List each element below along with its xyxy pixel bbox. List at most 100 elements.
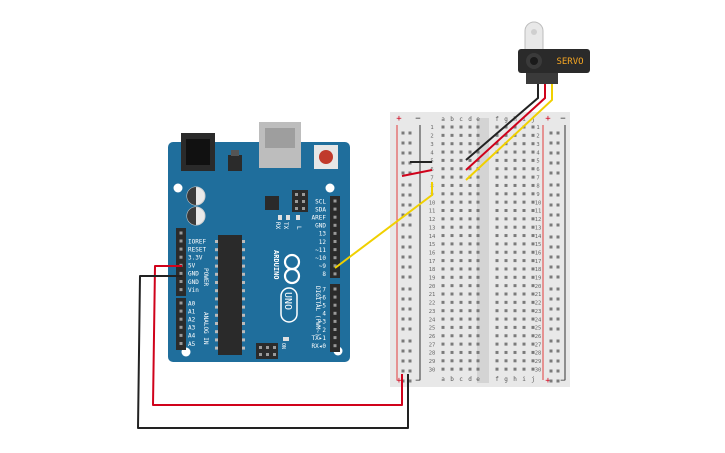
rail-hole[interactable]: [556, 307, 560, 311]
breadboard-hole[interactable]: [468, 309, 472, 313]
breadboard-hole[interactable]: [495, 325, 499, 329]
header-pin[interactable]: [333, 207, 337, 211]
rail-hole[interactable]: [408, 317, 412, 321]
breadboard-hole[interactable]: [441, 300, 445, 304]
breadboard-hole[interactable]: [441, 125, 445, 129]
breadboard-hole[interactable]: [495, 309, 499, 313]
breadboard-hole[interactable]: [531, 150, 535, 154]
breadboard-hole[interactable]: [513, 175, 517, 179]
breadboard-hole[interactable]: [504, 209, 508, 212]
rail-hole[interactable]: [549, 349, 553, 353]
breadboard-hole[interactable]: [459, 150, 463, 154]
breadboard-hole[interactable]: [450, 284, 454, 288]
breadboard-hole[interactable]: [531, 133, 535, 137]
breadboard-hole[interactable]: [504, 183, 508, 187]
breadboard-hole[interactable]: [450, 192, 454, 196]
breadboard-hole[interactable]: [450, 359, 454, 363]
header-pin[interactable]: [333, 240, 337, 243]
breadboard-hole[interactable]: [513, 284, 517, 288]
rail-hole[interactable]: [401, 307, 405, 311]
breadboard-hole[interactable]: [513, 234, 517, 238]
breadboard-hole[interactable]: [441, 217, 445, 221]
rail-hole[interactable]: [549, 255, 553, 259]
breadboard-hole[interactable]: [504, 367, 508, 371]
breadboard-hole[interactable]: [450, 133, 454, 137]
rail-hole[interactable]: [401, 193, 405, 197]
breadboard-hole[interactable]: [531, 300, 535, 304]
rail-hole[interactable]: [549, 369, 553, 373]
breadboard-hole[interactable]: [476, 300, 480, 304]
breadboard-hole[interactable]: [468, 275, 472, 279]
breadboard-hole[interactable]: [450, 167, 454, 171]
breadboard-hole[interactable]: [531, 284, 535, 288]
breadboard-hole[interactable]: [468, 284, 472, 288]
header-pin[interactable]: [179, 317, 183, 321]
breadboard-hole[interactable]: [522, 250, 526, 254]
header-pin[interactable]: [179, 333, 183, 337]
breadboard-hole[interactable]: [450, 158, 454, 162]
breadboard-hole[interactable]: [513, 183, 517, 187]
header-pin[interactable]: [333, 295, 337, 299]
breadboard-hole[interactable]: [513, 209, 517, 212]
rail-hole[interactable]: [556, 203, 560, 207]
rail-hole[interactable]: [549, 151, 553, 155]
breadboard-hole[interactable]: [522, 334, 526, 338]
breadboard-hole[interactable]: [459, 342, 463, 346]
breadboard-hole[interactable]: [441, 192, 445, 196]
breadboard-hole[interactable]: [522, 284, 526, 288]
rail-hole[interactable]: [408, 193, 412, 197]
breadboard-hole[interactable]: [504, 234, 508, 238]
breadboard-hole[interactable]: [513, 217, 517, 221]
rail-hole[interactable]: [549, 193, 553, 197]
breadboard-hole[interactable]: [450, 209, 454, 212]
breadboard-hole[interactable]: [441, 242, 445, 246]
breadboard-hole[interactable]: [468, 192, 472, 196]
breadboard-hole[interactable]: [522, 242, 526, 246]
rail-hole[interactable]: [556, 183, 560, 187]
breadboard-hole[interactable]: [450, 183, 454, 187]
breadboard-hole[interactable]: [459, 167, 463, 171]
header-pin[interactable]: [179, 325, 183, 329]
breadboard-hole[interactable]: [476, 325, 480, 329]
rail-hole[interactable]: [549, 223, 553, 227]
breadboard-hole[interactable]: [441, 325, 445, 329]
breadboard-hole[interactable]: [476, 267, 480, 271]
breadboard-hole[interactable]: [468, 317, 472, 321]
rail-hole[interactable]: [556, 369, 560, 373]
rail-hole[interactable]: [408, 379, 412, 383]
rail-hole[interactable]: [408, 327, 412, 331]
rail-hole[interactable]: [408, 245, 412, 249]
breadboard-hole[interactable]: [476, 250, 480, 254]
breadboard-hole[interactable]: [522, 259, 526, 263]
breadboard-hole[interactable]: [522, 142, 526, 146]
breadboard-hole[interactable]: [441, 334, 445, 338]
rail-hole[interactable]: [556, 235, 560, 239]
rail-hole[interactable]: [556, 151, 560, 155]
breadboard-hole[interactable]: [450, 217, 454, 221]
breadboard-hole[interactable]: [441, 150, 445, 154]
breadboard-hole[interactable]: [450, 267, 454, 271]
breadboard-hole[interactable]: [476, 142, 480, 146]
breadboard-hole[interactable]: [450, 259, 454, 263]
rail-hole[interactable]: [401, 349, 405, 353]
breadboard-hole[interactable]: [513, 342, 517, 346]
rail-hole[interactable]: [408, 171, 412, 175]
breadboard-hole[interactable]: [441, 317, 445, 321]
breadboard-hole[interactable]: [468, 125, 472, 129]
wire-gnd[interactable]: [137, 275, 409, 429]
breadboard-hole[interactable]: [441, 350, 445, 354]
header-pin[interactable]: [179, 231, 183, 235]
breadboard-hole[interactable]: [522, 158, 526, 162]
breadboard-hole[interactable]: [495, 209, 499, 212]
breadboard-hole[interactable]: [531, 217, 535, 221]
breadboard-hole[interactable]: [513, 309, 517, 313]
breadboard-hole[interactable]: [459, 175, 463, 179]
breadboard-hole[interactable]: [459, 250, 463, 254]
breadboard-hole[interactable]: [522, 200, 526, 204]
breadboard-hole[interactable]: [459, 242, 463, 246]
breadboard-hole[interactable]: [513, 275, 517, 279]
header-pin[interactable]: [333, 264, 337, 268]
rail-hole[interactable]: [556, 131, 560, 135]
breadboard-hole[interactable]: [513, 359, 517, 363]
